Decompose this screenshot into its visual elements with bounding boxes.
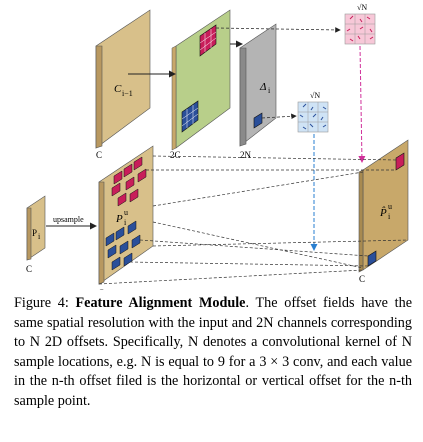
- feature-map-c-i-minus-1: C i−1 C: [95, 9, 151, 160]
- delta-label: Δ: [259, 81, 266, 93]
- upsample-label: upsample: [53, 215, 84, 224]
- projection-dashes: [98, 155, 409, 285]
- kernel-red-concat: [199, 24, 217, 57]
- hat-p-i-u-label: P̂: [379, 206, 387, 219]
- figure-caption: Figure 4: Feature Alignment Module. The …: [14, 294, 412, 411]
- dim-label-2c: 2C: [170, 150, 181, 160]
- feature-map-p-i-u: P i u C: [98, 145, 154, 290]
- offset-grid-blue: √N: [297, 91, 329, 133]
- feature-map-p-i: P i C: [26, 195, 46, 274]
- p-i-u-label: P: [115, 213, 123, 225]
- caption-fig-num: Figure 4:: [14, 295, 69, 311]
- feature-map-hat-p-i-u: P̂ i u C: [358, 139, 409, 284]
- sampled-red-patches: [111, 156, 147, 207]
- sqrt-n-mid: √N: [310, 91, 320, 100]
- offset-field-delta: Δ i 2N: [239, 23, 277, 160]
- caption-body: . The offset fields have the same spatia…: [14, 295, 413, 409]
- arrow-magenta-down: [358, 45, 366, 163]
- sqrt-n-top: √N: [357, 3, 367, 12]
- p-i-u-sup: u: [124, 208, 128, 217]
- caption-title: Feature Alignment Module: [75, 295, 246, 311]
- p-i-label: P: [32, 228, 37, 238]
- hat-p-i-u-sup: u: [388, 202, 392, 211]
- dash-red-to-grid: [215, 27, 341, 33]
- p-i-u-sub: i: [124, 218, 127, 227]
- dim-label-2n: 2N: [240, 150, 252, 160]
- dim-label-c-pi: C: [26, 264, 32, 274]
- dash-blue-to-grid: [261, 113, 297, 120]
- feature-map-concat-2c: 2C: [170, 9, 231, 160]
- feature-alignment-figure: C i−1 C 2C Δ i 2N: [26, 3, 409, 290]
- offset-grid-red: √N: [344, 3, 376, 45]
- delta-sub: i: [268, 86, 271, 95]
- kernel-blue-concat: [181, 100, 199, 133]
- hat-p-i-u-sub: i: [388, 212, 391, 221]
- c-i-minus-1-label: C: [114, 83, 122, 95]
- sampled-blue-patches: [105, 220, 141, 271]
- c-i-minus-1-sub: i−1: [122, 89, 133, 98]
- dim-label-c: C: [96, 150, 102, 160]
- dim-label-c-piu: C: [98, 288, 104, 290]
- p-i-sub: i: [38, 232, 41, 241]
- dim-label-c-out: C: [359, 274, 365, 284]
